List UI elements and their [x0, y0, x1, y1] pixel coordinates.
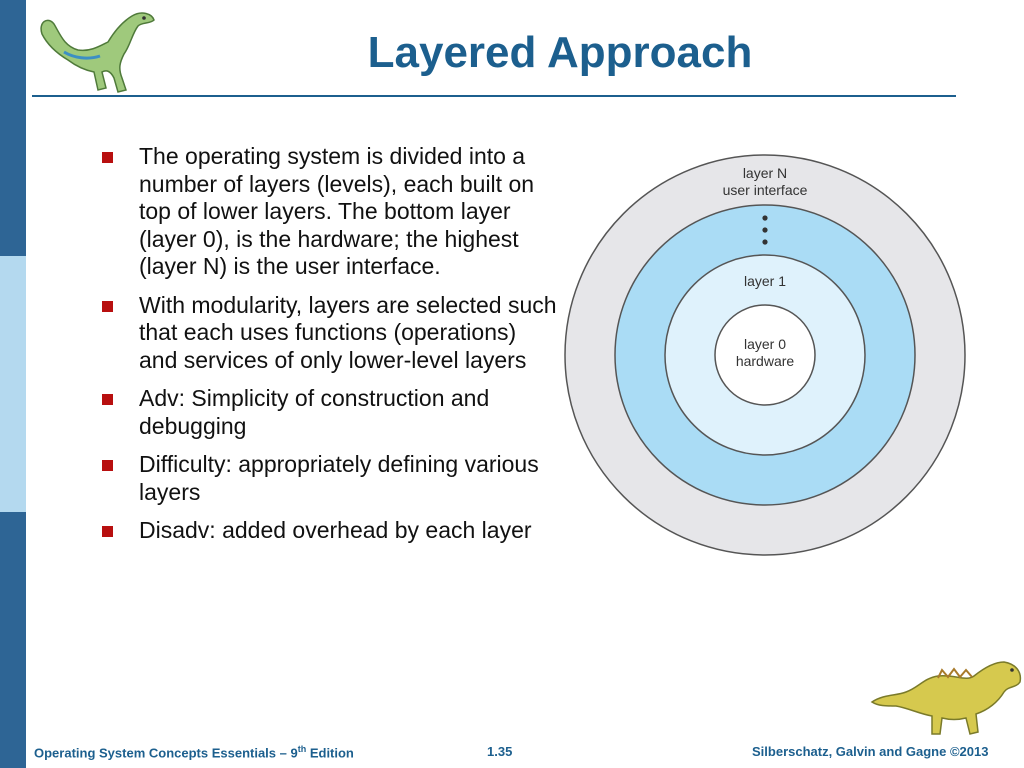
footer-page-number: 1.35 — [487, 744, 513, 759]
bullet-item: Disadv: added overhead by each layer — [100, 517, 560, 545]
bullet-text: Difficulty: appropriately defining vario… — [139, 451, 539, 505]
layer-0-label: layer 0 — [744, 336, 786, 352]
sidebar-strip — [0, 0, 26, 768]
title-divider — [32, 95, 956, 97]
layer-n-label: layer N — [743, 165, 787, 181]
bullet-text: Disadv: added overhead by each layer — [139, 517, 532, 543]
square-bullet-icon — [102, 526, 113, 537]
bullet-item: Adv: Simplicity of construction and debu… — [100, 385, 560, 440]
square-bullet-icon — [102, 460, 113, 471]
dinosaur-icon — [40, 12, 155, 93]
footer-copyright: Silberschatz, Galvin and Gagne ©2013 — [752, 744, 989, 759]
square-bullet-icon — [102, 152, 113, 163]
core-layer-0 — [714, 304, 816, 406]
sidebar-segment-middle — [0, 256, 26, 512]
slide-title: Layered Approach — [367, 28, 753, 77]
ellipsis-dot — [762, 215, 768, 221]
bullet-text: The operating system is divided into a n… — [139, 143, 535, 279]
sidebar-segment-bottom — [0, 512, 26, 768]
bullet-item: Difficulty: appropriately defining vario… — [100, 451, 560, 506]
square-bullet-icon — [102, 300, 113, 312]
layer-diagram: layer N user interface layer 1 layer 0 h… — [564, 154, 966, 556]
edition-superscript: th — [297, 744, 307, 754]
square-bullet-icon — [102, 394, 113, 405]
bullet-list: The operating system is divided into a n… — [100, 143, 560, 556]
bullet-text: With modularity, layers are selected suc… — [139, 291, 557, 373]
layer-n-sublabel: user interface — [723, 182, 808, 198]
ellipsis-dot — [762, 227, 768, 233]
layer-0-sublabel: hardware — [736, 353, 795, 369]
ellipsis-dot — [762, 239, 768, 245]
bullet-text: Adv: Simplicity of construction and debu… — [139, 385, 490, 439]
layer-1-label: layer 1 — [744, 273, 786, 289]
bullet-item: With modularity, layers are selected suc… — [100, 292, 560, 375]
dinosaur-icon — [870, 661, 1022, 735]
sidebar-segment-top — [0, 0, 26, 256]
bullet-item: The operating system is divided into a n… — [100, 143, 560, 281]
footer-book-title: Operating System Concepts Essentials – 9… — [34, 744, 354, 761]
